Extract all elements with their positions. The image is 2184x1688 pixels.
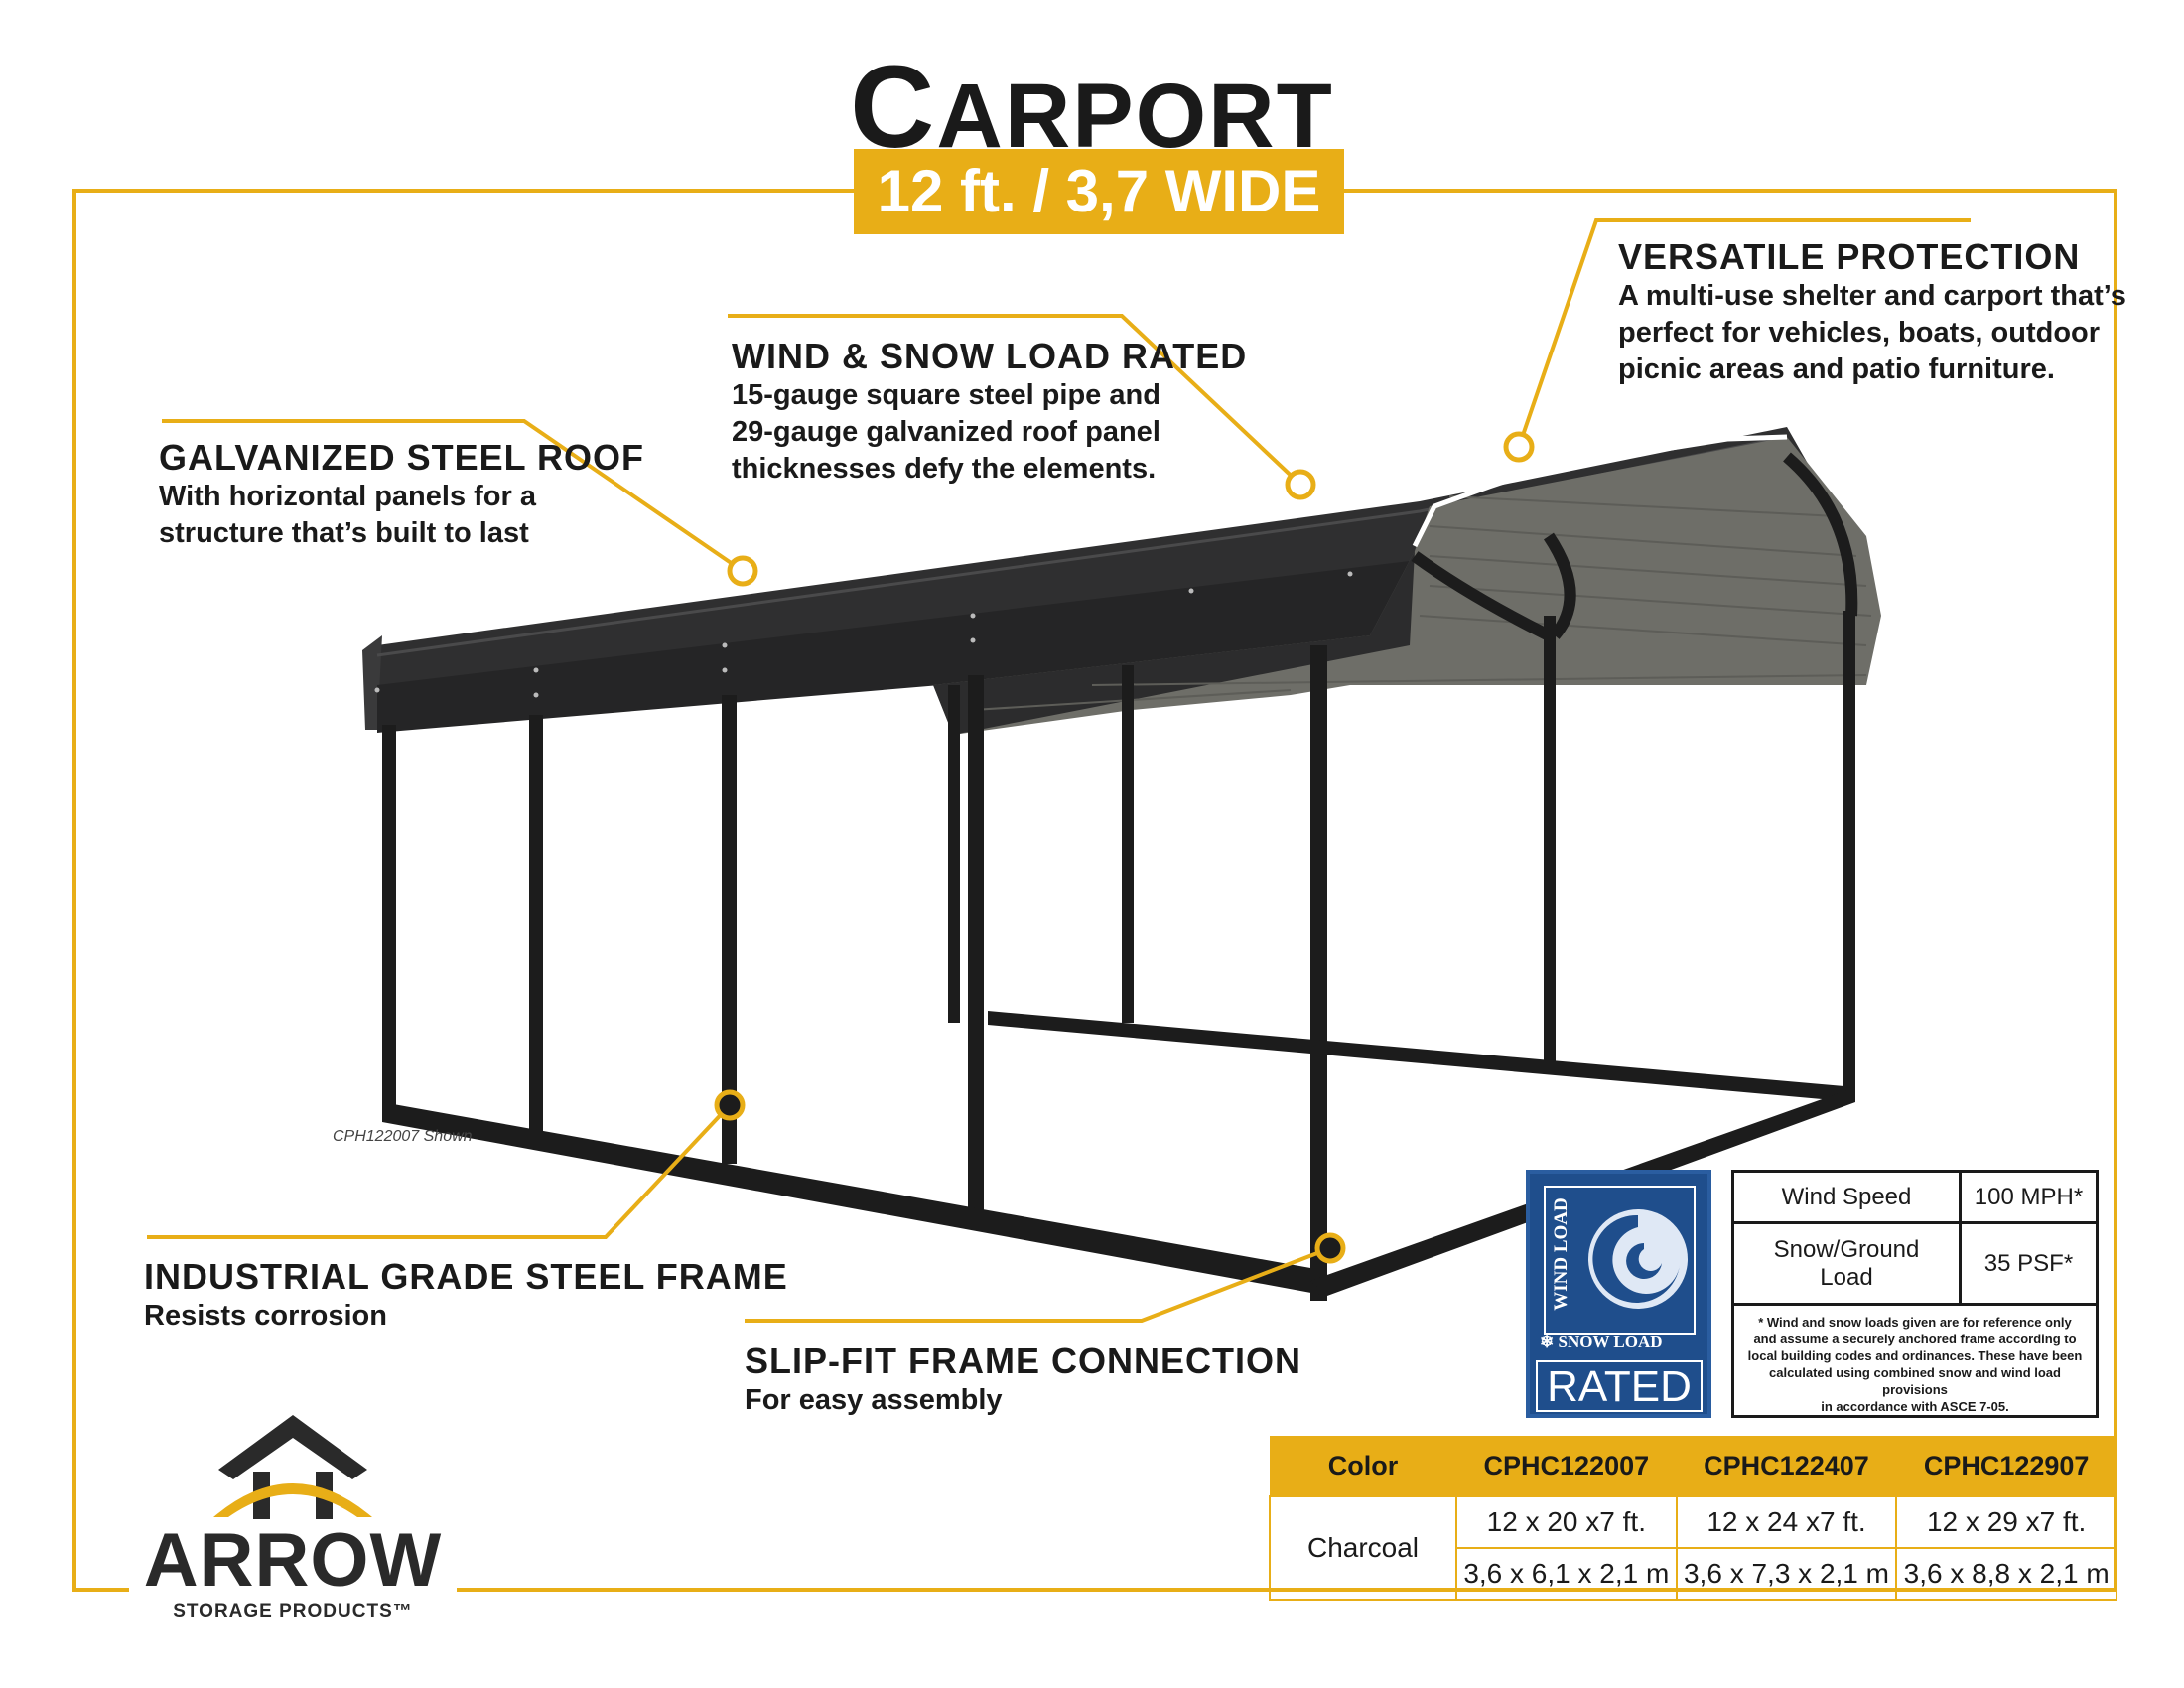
size-color-cell: Charcoal bbox=[1269, 1495, 1457, 1601]
size-cell: 12 x 24 x7 ft. bbox=[1675, 1495, 1898, 1549]
callout-roof-line: structure that’s built to last bbox=[159, 517, 529, 549]
badge-wind-label-wrap: WIND LOAD bbox=[1546, 1197, 1577, 1321]
specs-label: Wind Speed bbox=[1731, 1170, 1962, 1224]
logo-tagline: STORAGE PRODUCTS™ bbox=[173, 1601, 413, 1621]
callout-wind-line: 15-gauge square steel pipe and bbox=[732, 379, 1160, 411]
callout-roof: GALVANIZED STEEL ROOF With horizontal pa… bbox=[159, 437, 644, 552]
badge-snow-row: ❄ SNOW LOAD bbox=[1540, 1333, 1708, 1352]
callout-wind-line: thicknesses defy the elements. bbox=[732, 453, 1157, 485]
logo-wordmark: ARROW bbox=[143, 1518, 443, 1603]
size-header-model: CPHC122407 bbox=[1676, 1436, 1897, 1496]
arrow-logo: ARROW STORAGE PRODUCTS™ bbox=[129, 1410, 457, 1638]
callout-versatile: VERSATILE PROTECTION A multi-use shelter… bbox=[1618, 236, 2126, 388]
callout-roof-line: With horizontal panels for a bbox=[159, 481, 536, 512]
house-icon bbox=[213, 1415, 372, 1519]
size-row-metric: 3,6 x 6,1 x 2,1 m 3,6 x 7,3 x 2,1 m 3,6 … bbox=[1270, 1547, 2117, 1601]
callout-wind-heading: WIND & SNOW LOAD RATED bbox=[732, 336, 1248, 376]
width-banner: 12 ft. / 3,7 WIDE bbox=[854, 149, 1344, 234]
badge-inner-frame bbox=[1544, 1186, 1696, 1335]
size-cell: 3,6 x 6,1 x 2,1 m bbox=[1455, 1547, 1678, 1601]
callout-frame: INDUSTRIAL GRADE STEEL FRAME Resists cor… bbox=[144, 1256, 788, 1335]
callout-frame-line: Resists corrosion bbox=[144, 1300, 387, 1332]
callout-versatile-line: perfect for vehicles, boats, outdoor bbox=[1618, 317, 2101, 349]
callout-versatile-line: A multi-use shelter and carport that’s bbox=[1618, 280, 2126, 312]
size-row-imperial: Charcoal 12 x 20 x7 ft. 12 x 24 x7 ft. 1… bbox=[1269, 1495, 2117, 1601]
swirl-icon bbox=[1588, 1209, 1688, 1309]
badge-wind-label: WIND LOAD bbox=[1551, 1197, 1571, 1311]
specs-row: Wind Speed 100 MPH* bbox=[1731, 1170, 2099, 1224]
callout-frame-heading: INDUSTRIAL GRADE STEEL FRAME bbox=[144, 1256, 788, 1297]
image-caption: CPH122007 Shown bbox=[333, 1128, 473, 1145]
size-header-model: CPHC122907 bbox=[1896, 1436, 2116, 1496]
specs-value: 35 PSF* bbox=[1959, 1221, 2099, 1306]
size-table: Color CPHC122007 CPHC122407 CPHC122907 C… bbox=[1269, 1436, 2117, 1601]
specs-value: 100 MPH* bbox=[1959, 1170, 2099, 1224]
size-cell: 3,6 x 8,8 x 2,1 m bbox=[1895, 1547, 2117, 1601]
badge-rated: RATED bbox=[1536, 1360, 1703, 1412]
callout-slipfit-heading: SLIP-FIT FRAME CONNECTION bbox=[745, 1340, 1301, 1381]
size-table-header: Color CPHC122007 CPHC122407 CPHC122907 bbox=[1270, 1436, 2116, 1496]
size-header-model: CPHC122007 bbox=[1456, 1436, 1677, 1496]
callout-slip-fit: SLIP-FIT FRAME CONNECTION For easy assem… bbox=[745, 1340, 1301, 1419]
size-cell: 12 x 20 x7 ft. bbox=[1455, 1495, 1678, 1549]
wind-snow-rated-badge: WIND LOAD ❄ SNOW LOAD RATED bbox=[1526, 1170, 1711, 1418]
size-cell: 12 x 29 x7 ft. bbox=[1895, 1495, 2117, 1549]
callout-slipfit-line: For easy assembly bbox=[745, 1384, 1003, 1416]
badge-snow-label: SNOW LOAD bbox=[1558, 1333, 1663, 1351]
specs-footnote: * Wind and snow loads given are for refe… bbox=[1747, 1315, 2083, 1414]
callout-wind-snow: WIND & SNOW LOAD RATED 15-gauge square s… bbox=[732, 336, 1247, 488]
callout-roof-heading: GALVANIZED STEEL ROOF bbox=[159, 437, 645, 478]
snowflake-icon: ❄ bbox=[1540, 1333, 1559, 1351]
callout-versatile-line: picnic areas and patio furniture. bbox=[1618, 353, 2055, 385]
size-cell: 3,6 x 7,3 x 2,1 m bbox=[1675, 1547, 1898, 1601]
callout-versatile-heading: VERSATILE PROTECTION bbox=[1618, 236, 2081, 277]
callout-wind-line: 29-gauge galvanized roof panel bbox=[732, 416, 1160, 448]
size-header-color: Color bbox=[1270, 1436, 1456, 1496]
